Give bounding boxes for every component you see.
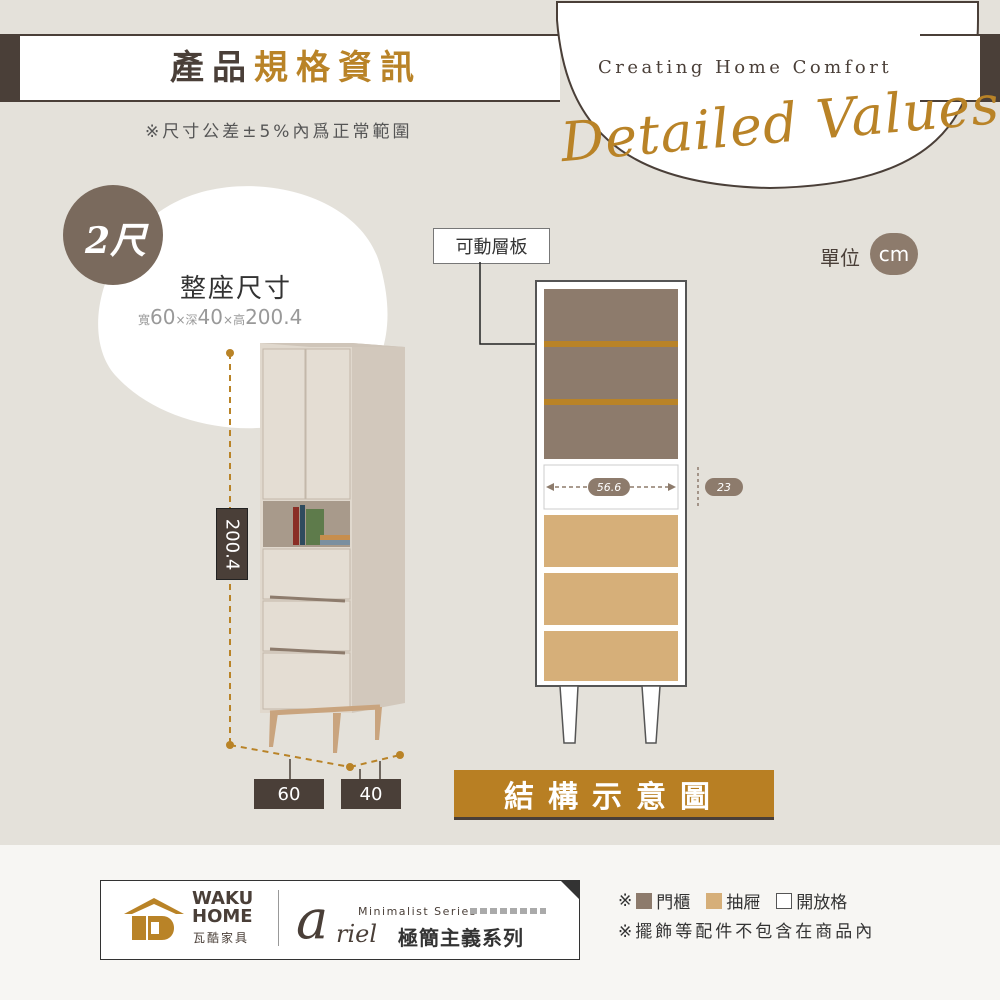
depth-label: 深 [185,313,198,327]
accessory-note: ※擺飾等配件不包含在商品內 [618,922,876,942]
height-label: 高 [233,313,246,327]
legend-door-label: 門櫃 [656,893,691,913]
overall-size-values: 寬60×深40×高200.4 [138,305,302,329]
size-badge [63,185,163,285]
header-left-band [0,34,20,102]
open-shelf-swatch [776,892,793,909]
brand-frame [100,880,580,960]
title-part1: 產品 [170,48,254,88]
series-english: Minimalist Series [358,905,478,918]
size-badge-text: 2尺 [85,220,147,262]
structure-diagram [535,280,699,744]
movable-shelf-label: 可動層板 [433,228,550,264]
overall-size-title: 整座尺寸 [180,274,293,304]
legend-open-label: 開放格 [796,893,848,913]
height-dimension-value: 200.4 [221,518,243,570]
width-value: 60 [150,305,176,329]
open-height-badge: 23 [705,478,743,496]
unit-badge: cm [870,233,918,275]
door-swatch [636,892,653,909]
brand-line2: HOME [192,906,253,927]
brand-name: WAKU HOME [192,890,253,926]
page-title: 產品規格資訊 [170,40,422,89]
title-part2: 規格資訊 [254,48,422,88]
legend-prefix: ※ [618,890,633,911]
structure-title: 結構示意圖 [454,770,774,820]
legend-drawer-label: 抽屜 [726,893,761,913]
tolerance-note: ※尺寸公差±5%內爲正常範圍 [145,122,413,142]
series-logo-a: a [296,888,329,951]
legend: ※ 門櫃 抽屜 開放格 [618,888,848,914]
cabinet-illustration [226,343,405,771]
tagline: Creating Home Comfort [598,57,893,78]
depth-dimension-box: 40 [341,779,401,809]
width-label: 寬 [138,313,151,327]
waku-logo-icon [124,898,184,940]
width-dimension-box: 60 [254,779,324,809]
brand-frame-corner [560,880,579,899]
brand-subtitle: 瓦酷家具 [193,931,250,945]
brand-divider [278,890,279,946]
header-right-band [980,34,1000,102]
series-dots [470,908,546,914]
dimension-leader-lines [289,759,381,779]
drawer-swatch [706,892,723,909]
times-sign: × [223,313,234,327]
times-sign: × [175,313,186,327]
series-chinese: 極簡主義系列 [398,926,524,950]
unit-label: 單位 [820,246,860,270]
brand-line1: WAKU [192,888,254,909]
depth-value: 40 [197,305,223,329]
header-right-strip [920,34,980,102]
height-value: 200.4 [245,305,303,329]
inner-width-badge: 56.6 [588,478,630,496]
series-logo-riel: riel [336,920,378,948]
height-dimension-box: 200.4 [216,508,248,580]
header-banner [20,34,560,102]
